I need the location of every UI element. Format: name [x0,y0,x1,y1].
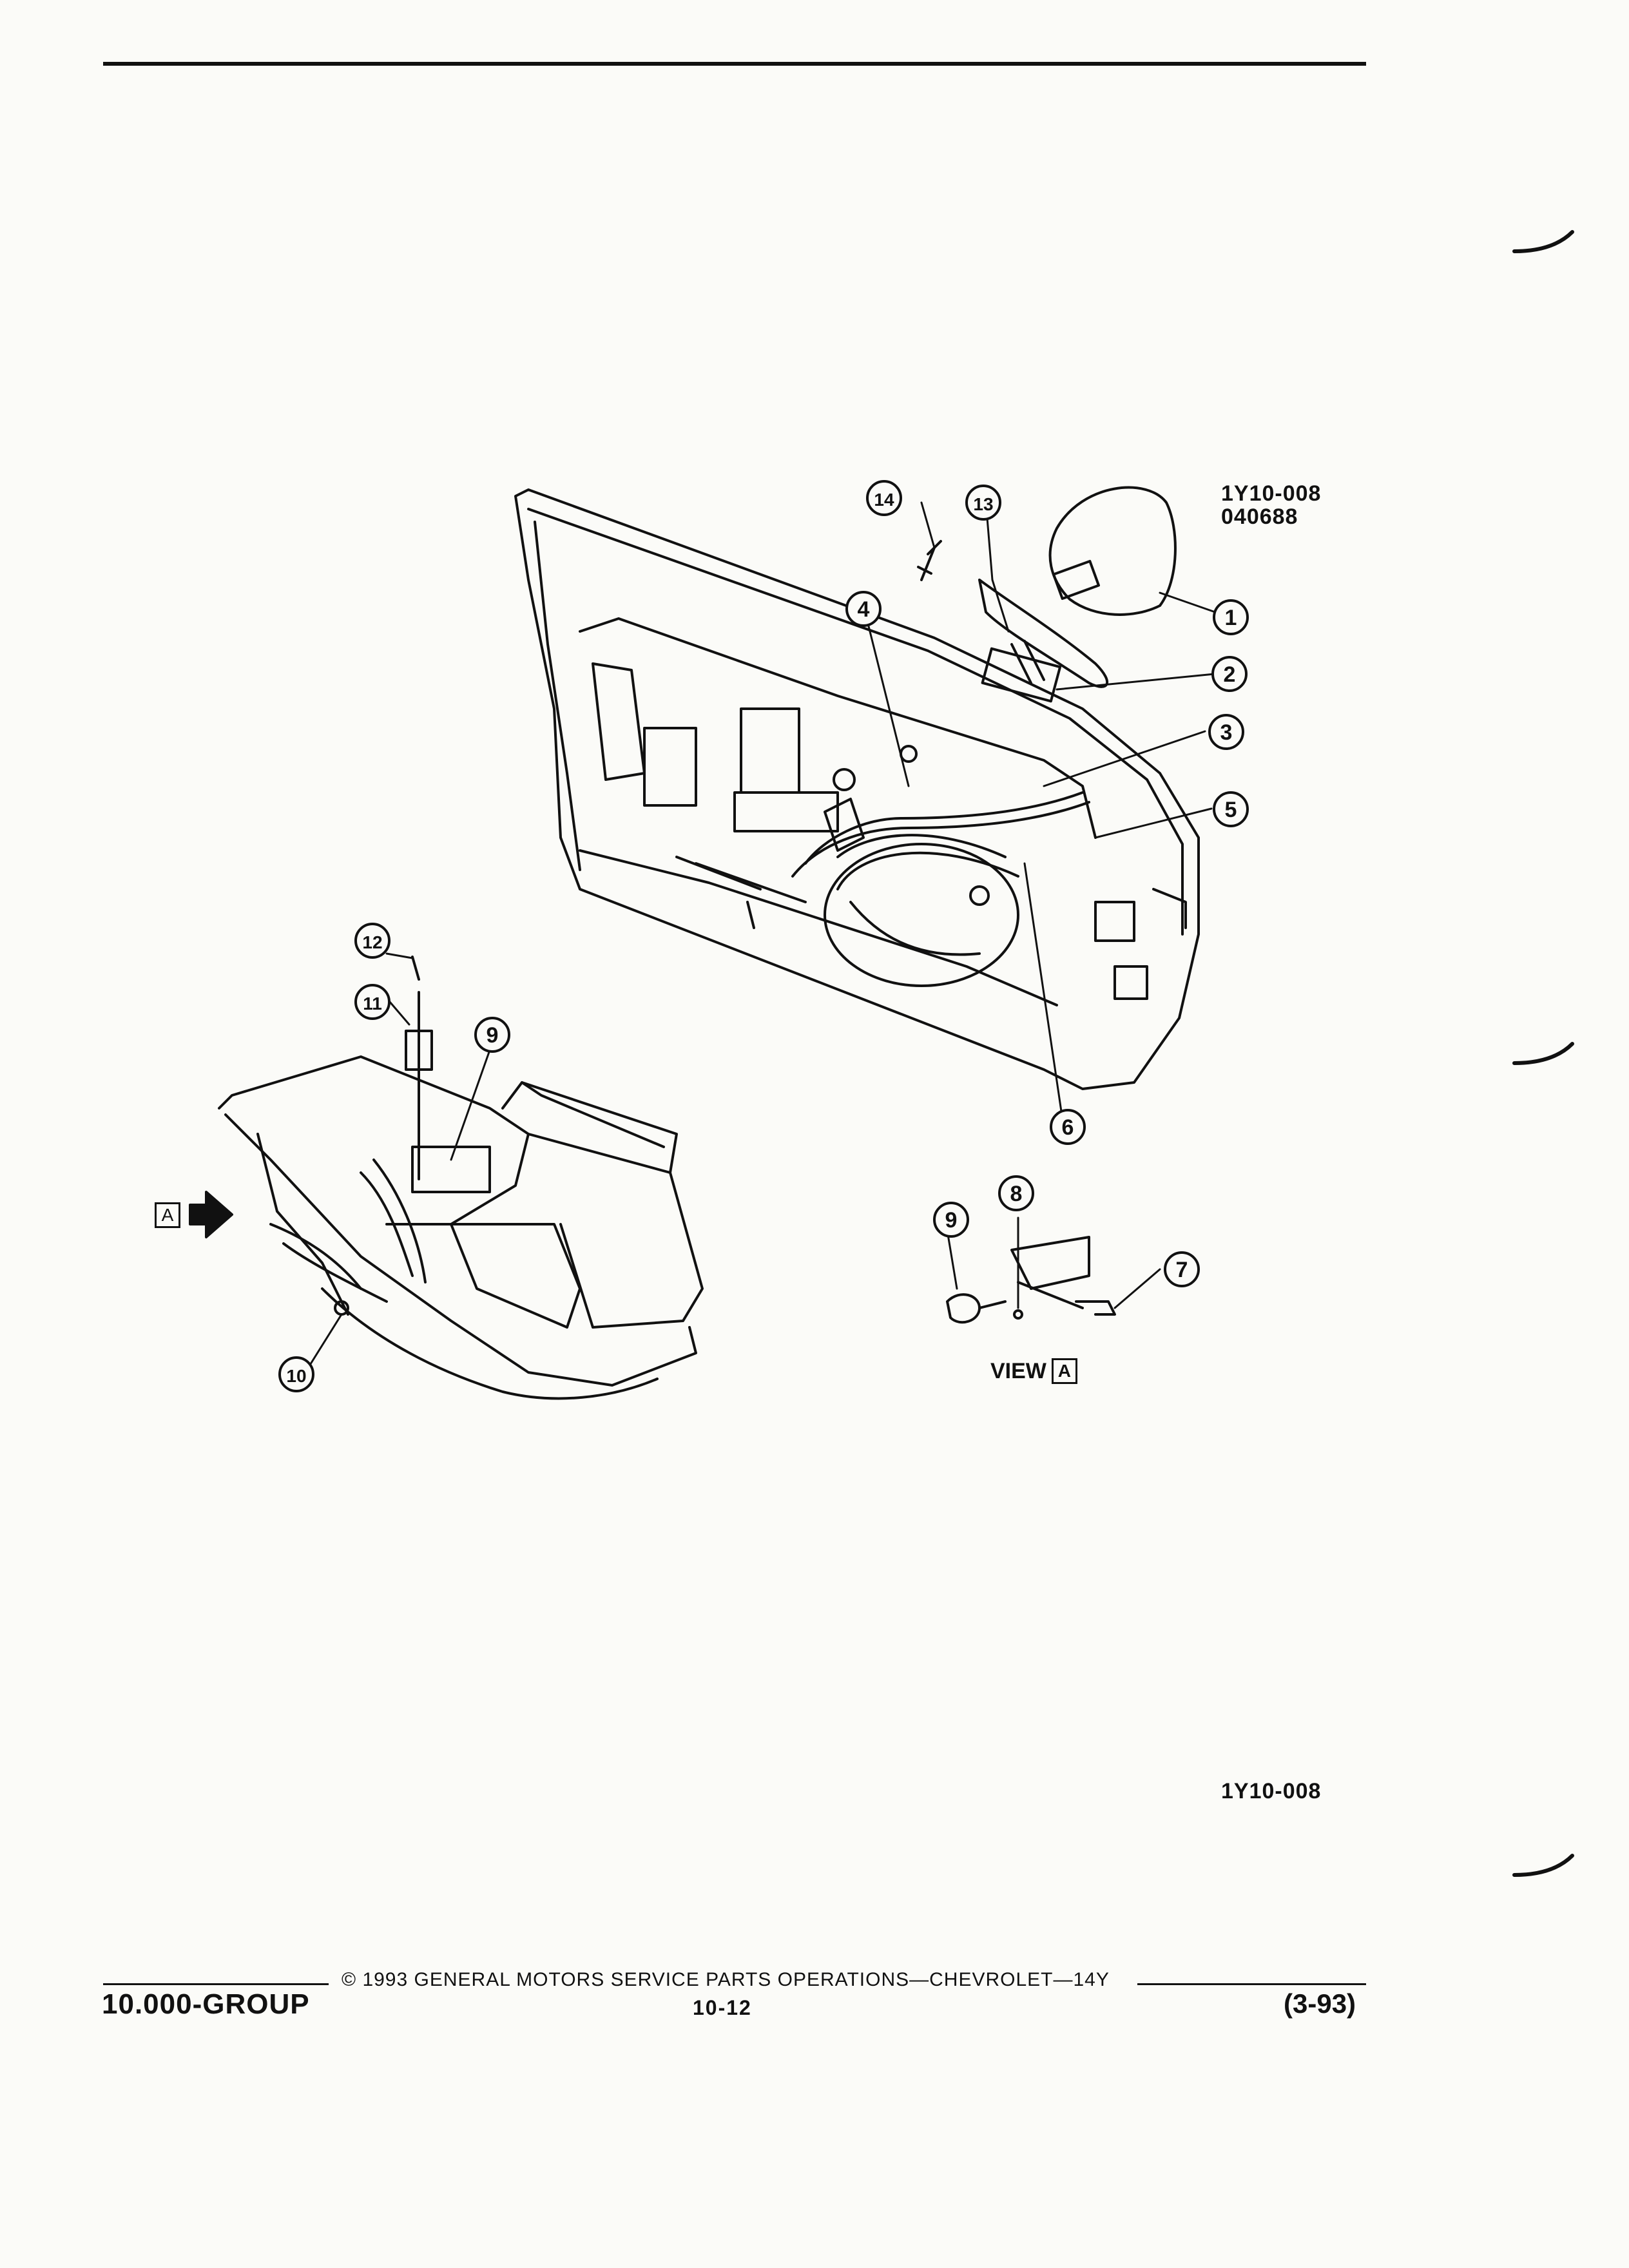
binder-marks [1512,230,1574,1877]
callout-1: 1 [1213,599,1249,635]
binder-mark-1 [1512,230,1574,253]
callout-group: 1 2 3 4 5 6 7 8 9 9 10 11 12 13 14 [278,480,1249,1392]
arrow-a-reference: A [155,1202,180,1228]
binder-mark-2 [1512,1042,1574,1065]
callout-2-label: 2 [1224,662,1236,687]
figure-date-code: 040688 [1221,505,1298,529]
view-label-box: A [1051,1358,1077,1384]
callout-11: 11 [354,984,390,1020]
callout-9-console-label: 9 [487,1023,499,1048]
callout-10-label: 10 [286,1366,306,1386]
footer-copyright: © 1993 GENERAL MOTORS SERVICE PARTS OPER… [342,1969,1110,1990]
console-drawing [218,956,704,1400]
arrow-a-box: A [155,1202,180,1228]
callout-4-label: 4 [858,597,870,622]
binder-mark-3 [1512,1854,1574,1877]
footer-rule-left [103,1983,329,1985]
figure-id-bottom: 1Y10-008 [1221,1779,1322,1803]
callout-10: 10 [278,1356,314,1392]
view-a-label: VIEW A [990,1358,1077,1384]
callout-1-label: 1 [1225,606,1237,630]
callout-3-label: 3 [1220,720,1233,745]
callout-9-view-a-label: 9 [945,1208,958,1233]
view-a-arrow-icon [189,1191,233,1238]
callout-8-label: 8 [1010,1182,1023,1206]
callout-14: 14 [866,480,902,516]
callout-8: 8 [998,1175,1034,1211]
callout-12: 12 [354,923,390,959]
callout-3: 3 [1208,714,1244,750]
callout-4: 4 [845,591,882,627]
callout-9-view-a: 9 [933,1202,969,1238]
callout-13: 13 [965,485,1001,521]
callout-12-label: 12 [362,932,382,952]
mirror-drawing [917,486,1177,703]
callout-2: 2 [1211,656,1248,692]
footer-group-label: 10.000-GROUP [102,1988,310,2020]
callout-5-label: 5 [1225,798,1237,822]
view-a-detail-drawing [946,1236,1116,1324]
callout-9-console: 9 [474,1017,510,1053]
figure-id: 1Y10-008 [1221,481,1322,506]
door-inner-panel-drawing [514,488,1200,1090]
leader-lines [308,501,1226,1367]
callout-5: 5 [1213,791,1249,827]
callout-14-label: 14 [874,490,894,510]
footer-page-number: 10-12 [693,1996,752,2019]
callout-6: 6 [1050,1109,1086,1145]
figure-id-top: 1Y10-008 040688 [1221,482,1321,528]
callout-11-label: 11 [363,994,382,1014]
callout-7: 7 [1164,1251,1200,1287]
footer-revision-date: (3-93) [1284,1988,1356,2019]
callout-13-label: 13 [973,494,993,514]
callout-6-label: 6 [1062,1115,1074,1140]
callout-7-label: 7 [1176,1258,1188,1282]
view-label-text: VIEW [990,1358,1046,1383]
header-rule [103,62,1366,66]
footer-rule-right [1137,1983,1366,1985]
